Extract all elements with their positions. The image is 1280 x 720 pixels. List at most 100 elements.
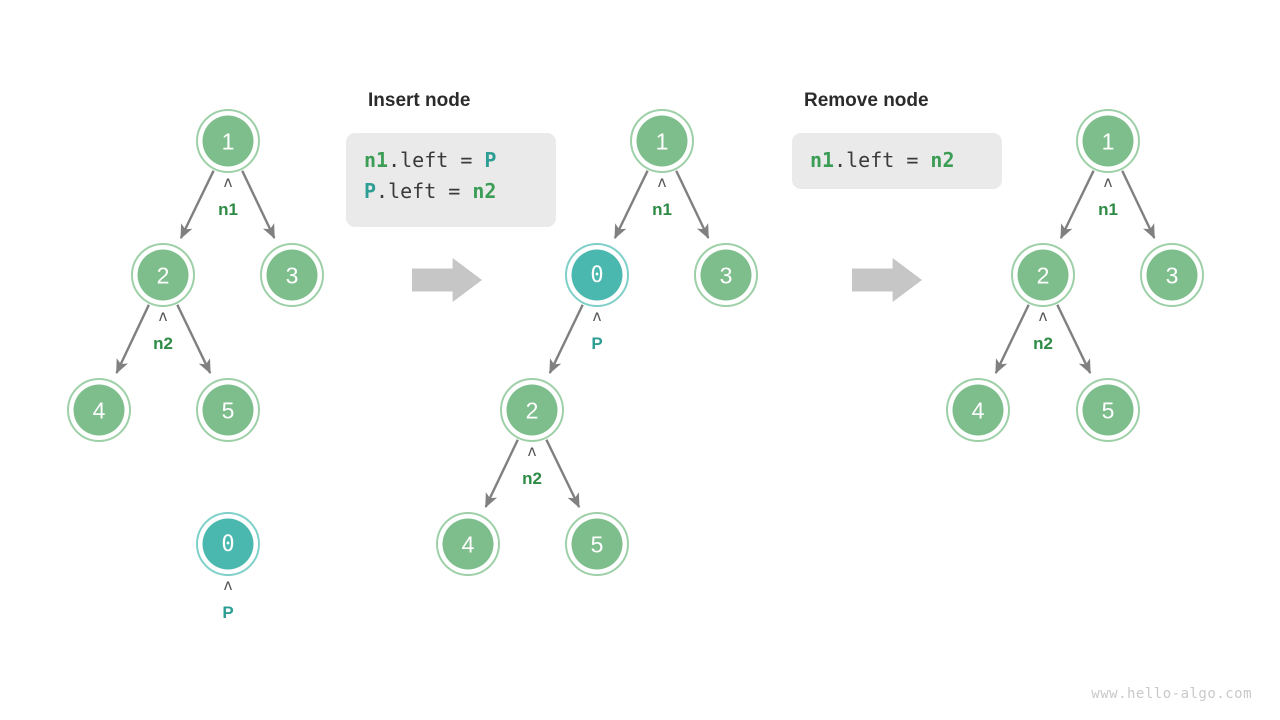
separator-arrow-2 [852, 258, 922, 302]
pointer-label: P [591, 334, 602, 353]
code-token: .left = [834, 148, 931, 172]
node-outer-ring [565, 243, 629, 307]
tree-edge [675, 170, 710, 239]
node-outer-ring [630, 109, 694, 173]
node-value: 3 [720, 263, 733, 289]
pointer-p-detached: ʌP [222, 576, 233, 622]
node-body [952, 384, 1004, 436]
node-value: 1 [656, 129, 669, 155]
pointer-caret-icon: ʌ [158, 307, 167, 325]
node-outer-ring [131, 243, 195, 307]
node-outer-ring [196, 378, 260, 442]
pointer-n1: ʌ n1 [652, 173, 672, 219]
node-outer-ring [565, 512, 629, 576]
pointer-label: n1 [218, 200, 238, 219]
tree-edge [179, 170, 215, 239]
node-value: 1 [1102, 129, 1115, 155]
tree-node-4[interactable]: 4 [436, 512, 500, 576]
separators-layer [412, 258, 922, 302]
code-token: n1 [810, 148, 835, 172]
edges-layer [115, 170, 1156, 508]
tree-node-1[interactable]: 1 [630, 109, 694, 173]
tree-edge [176, 304, 212, 374]
node-value: 0 [590, 263, 603, 288]
node-body [1146, 249, 1198, 301]
pointer-label: P [222, 603, 233, 622]
node-body [571, 249, 623, 301]
pointer-n1: ʌn1 [1098, 173, 1118, 219]
code-line: n1.left = n2 [810, 145, 984, 176]
tree-node-4[interactable]: 4 [67, 378, 131, 442]
tree-node-3[interactable]: 3 [260, 243, 324, 307]
tree-node-3[interactable]: 3 [694, 243, 758, 307]
tree-edge [1059, 170, 1095, 239]
node-body [442, 518, 494, 570]
node-outer-ring [500, 378, 564, 442]
node-outer-ring [436, 512, 500, 576]
tree-node-1[interactable]: 1 [196, 109, 260, 173]
node-body [636, 115, 688, 167]
pointer-label: n1 [1098, 200, 1118, 219]
node-body [266, 249, 318, 301]
code-line: P.left = n2 [364, 176, 538, 207]
code-line: n1.left = P [364, 145, 538, 176]
nodes-layer: 1 2 3 4 5 0 1 0 3 2 4 5 1 2 3 4 5 [67, 109, 1204, 576]
tree-edge [241, 170, 276, 239]
tree-edge [545, 439, 581, 508]
node-body [202, 384, 254, 436]
tree-edge [548, 304, 584, 374]
tree-node-2[interactable]: 2 [500, 378, 564, 442]
tree-node-0[interactable]: 0 [196, 512, 260, 576]
node-outer-ring [196, 109, 260, 173]
tree-node-4[interactable]: 4 [946, 378, 1010, 442]
tree-node-5[interactable]: 5 [565, 512, 629, 576]
node-value: 2 [1037, 263, 1050, 289]
code-box-remove: n1.left = n2 [792, 133, 1002, 189]
pointer-caret-icon: ʌ [592, 307, 601, 325]
pointer-caret-icon: ʌ [657, 173, 666, 191]
tree-edge [1121, 170, 1156, 239]
pointer-caret-icon: ʌ [223, 173, 232, 191]
node-value: 2 [157, 263, 170, 289]
separator-arrow-1 [412, 258, 482, 302]
node-body [73, 384, 125, 436]
tree-node-1[interactable]: 1 [1076, 109, 1140, 173]
pointer-p: ʌP [591, 307, 602, 353]
pointer-label: n2 [153, 334, 173, 353]
watermark: www.hello-algo.com [1091, 686, 1252, 702]
tree-node-0[interactable]: 0 [565, 243, 629, 307]
tree-edge [115, 304, 150, 374]
tree-edge [613, 170, 649, 239]
node-outer-ring [1076, 109, 1140, 173]
tree-edge [1056, 304, 1092, 374]
tree-node-2[interactable]: 2 [131, 243, 195, 307]
node-body [1082, 384, 1134, 436]
node-outer-ring [1140, 243, 1204, 307]
node-value: 3 [286, 263, 299, 289]
node-value: 2 [526, 398, 539, 424]
code-token: .left = [376, 179, 473, 203]
node-value: 4 [972, 398, 985, 424]
node-outer-ring [67, 378, 131, 442]
code-token: n1 [364, 148, 389, 172]
tree-node-5[interactable]: 5 [1076, 378, 1140, 442]
code-token: n2 [472, 179, 497, 203]
node-outer-ring [196, 512, 260, 576]
pointer-n2: ʌ n2 [153, 307, 173, 353]
node-value: 5 [1102, 398, 1115, 424]
tree-node-3[interactable]: 3 [1140, 243, 1204, 307]
node-value: 3 [1166, 263, 1179, 289]
pointer-n2: ʌn2 [1033, 307, 1053, 353]
code-token: P [484, 148, 497, 172]
tree-node-5[interactable]: 5 [196, 378, 260, 442]
node-value: 5 [591, 532, 604, 558]
pointer-n2: ʌn2 [522, 442, 542, 488]
code-token: n2 [930, 148, 955, 172]
tree-node-2[interactable]: 2 [1011, 243, 1075, 307]
node-body [202, 115, 254, 167]
node-outer-ring [946, 378, 1010, 442]
pointer-label: n1 [652, 200, 672, 219]
